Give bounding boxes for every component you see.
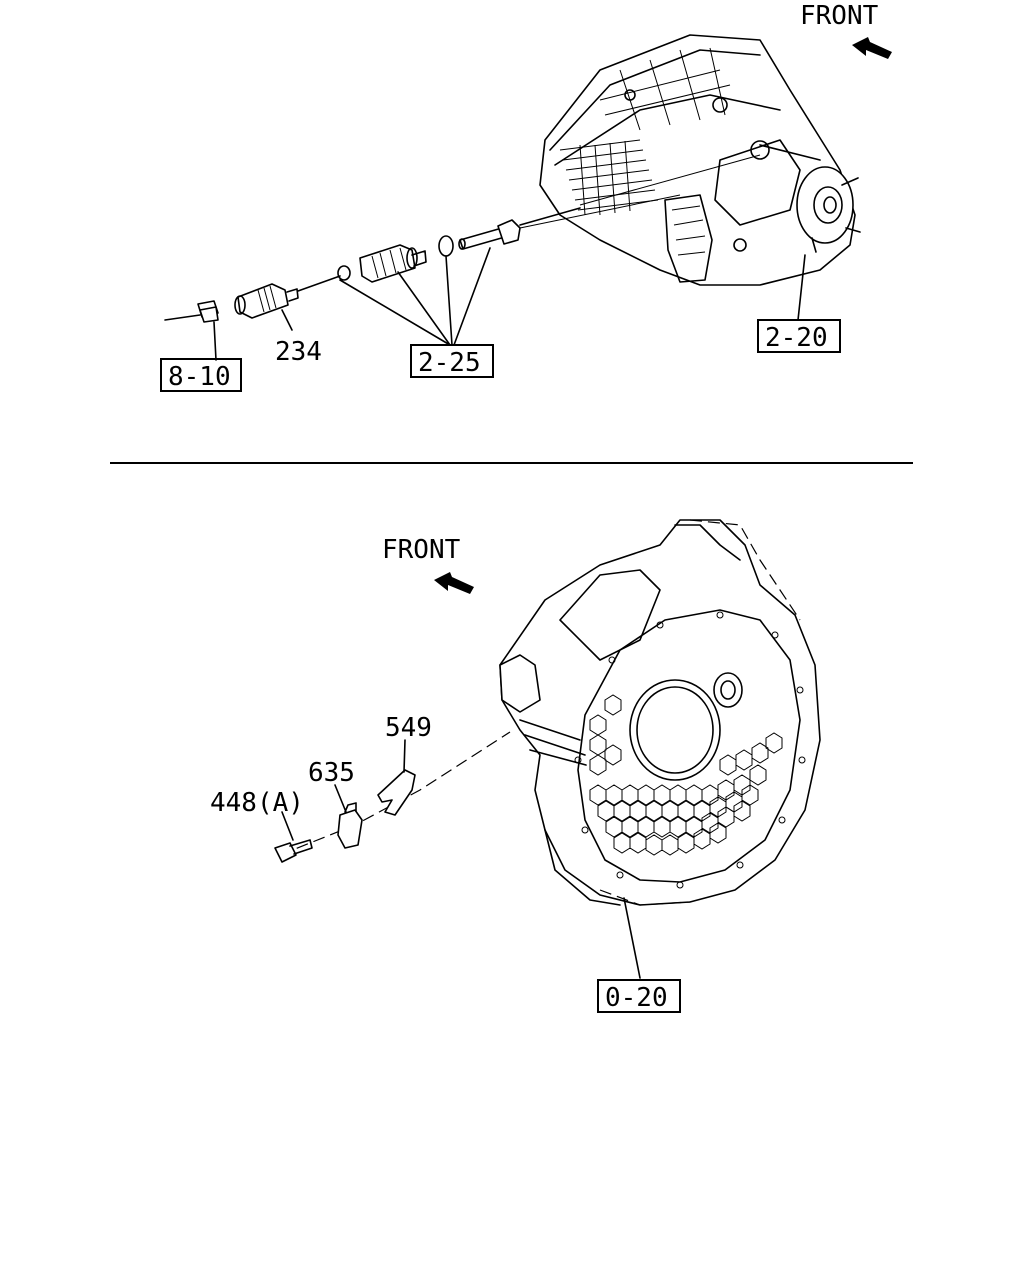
ref-2-25-label: 2-25 xyxy=(418,348,481,378)
part-234-label: 234 xyxy=(275,337,322,367)
ref-2-20-label: 2-20 xyxy=(765,323,828,353)
sensor-parts xyxy=(164,219,521,323)
front-arrow-icon xyxy=(434,572,474,594)
lower-front-label: FRONT xyxy=(382,535,461,565)
upper-front-label: FRONT xyxy=(800,1,879,31)
front-arrow-icon xyxy=(852,37,892,59)
ref-2-25-box xyxy=(410,344,494,378)
part-549-label: 549 xyxy=(385,713,432,743)
transmission-case xyxy=(539,34,861,286)
ref-8-10-label: 8-10 xyxy=(168,362,231,392)
flywheel-housing xyxy=(499,519,821,906)
ref-2-20-box xyxy=(757,319,841,353)
upper-leaders xyxy=(213,144,821,361)
lower-section: FRONT xyxy=(210,519,821,1013)
ref-8-10-box xyxy=(160,358,242,392)
ref-0-20-box xyxy=(597,979,681,1013)
part-635-label: 635 xyxy=(308,758,355,788)
ref-0-20-label: 0-20 xyxy=(605,983,668,1013)
part-448-label: 448(A) xyxy=(210,788,304,818)
upper-section: FRONT xyxy=(160,1,892,392)
lower-leaders xyxy=(281,739,641,979)
sensor-bracket-parts xyxy=(274,731,511,863)
